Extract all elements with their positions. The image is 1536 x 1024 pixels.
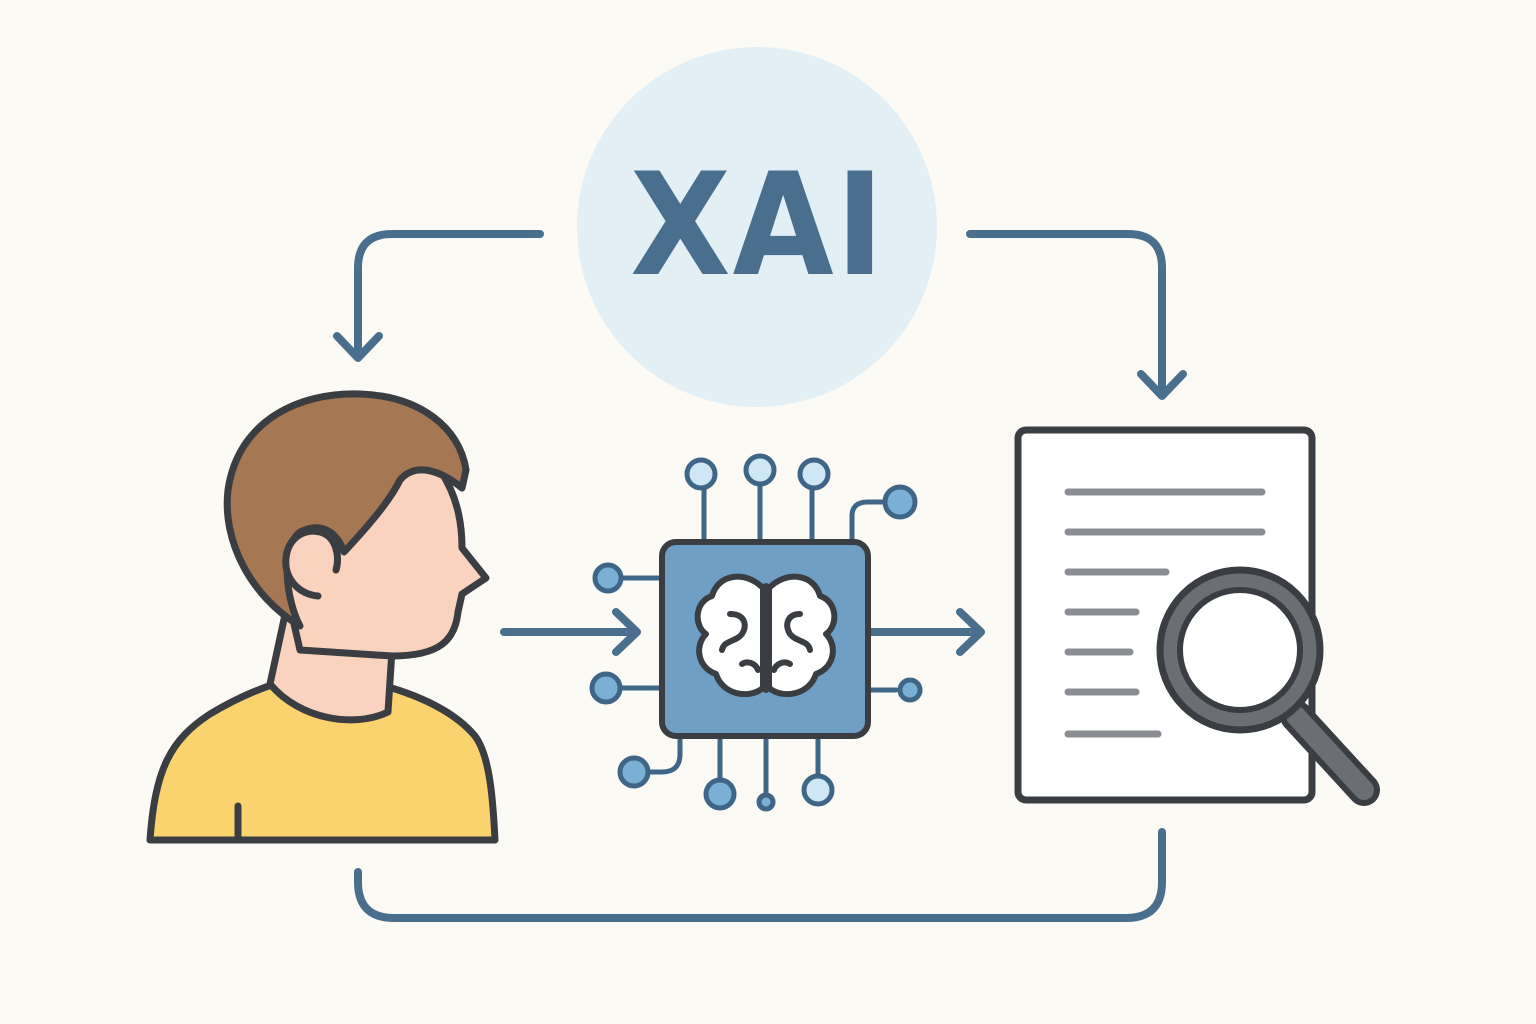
flow-arrows <box>333 230 1187 922</box>
circuit-nodes <box>589 453 923 812</box>
brain-icon <box>694 573 838 698</box>
document-magnifier-icon <box>1014 426 1380 806</box>
magnifier-lens <box>1177 587 1303 713</box>
magnifier-icon <box>1156 566 1380 806</box>
ai-chip-brain-icon <box>589 453 923 812</box>
person-icon <box>146 390 499 844</box>
person-ear <box>282 527 341 600</box>
arrow-xai-to-user <box>354 230 544 358</box>
arrowhead-user-to-model <box>612 608 641 656</box>
arrowhead-model-to-explanation <box>956 608 985 656</box>
circuit-traces <box>617 479 899 797</box>
xai-circle <box>577 47 937 407</box>
arrowhead-xai-to-user <box>333 332 383 362</box>
arrow-feedback-loop <box>354 828 1166 922</box>
document-text-lines <box>1064 488 1266 738</box>
arrowhead-xai-to-explanation <box>1137 370 1187 400</box>
arrow-xai-to-explanation <box>966 230 1166 396</box>
